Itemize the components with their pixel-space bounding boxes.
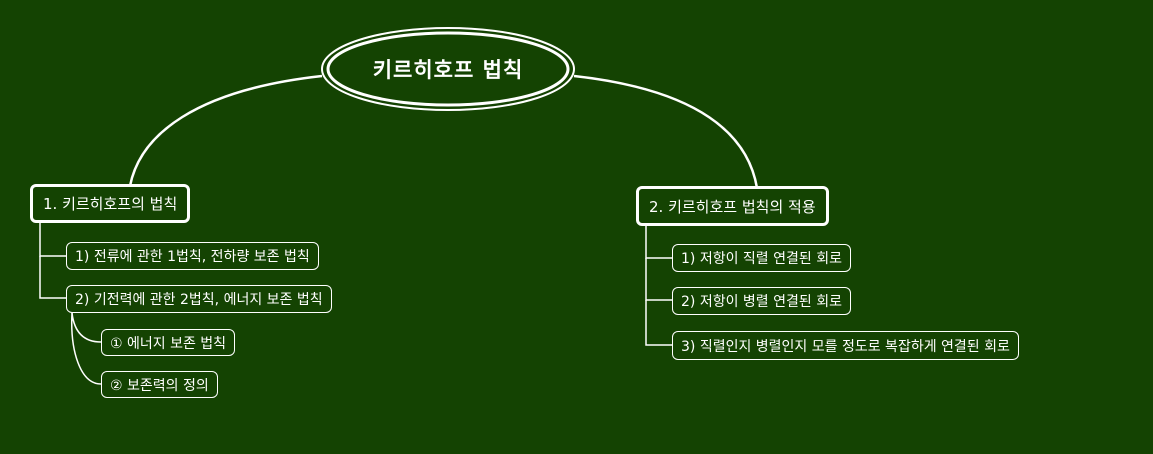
connector-branch-2-child-2 [645,258,672,301]
connector-grandchild-1 [71,312,102,343]
connector-grandchild-2 [71,312,102,385]
root-node[interactable]: 키르히호프 법칙 [372,58,524,82]
branch-2-child-3[interactable]: 3) 직렬인지 병렬인지 모를 정도로 복잡하게 연결된 회로 [672,331,1019,360]
branch-2-child-2[interactable]: 2) 저항이 병렬 연결된 회로 [672,287,851,315]
branch-1-node[interactable]: 1. 키르히호프의 법칙 [30,184,191,223]
connector-branch-1-child-2 [39,256,66,299]
connector-branch-2-child-1 [645,226,672,259]
branch-2-node[interactable]: 2. 키르히호프 법칙의 적용 [636,186,829,226]
connector-root-branch-1 [128,74,323,187]
grandchild-1[interactable]: ① 에너지 보존 법칙 [101,329,236,356]
root-ellipse-inner [326,31,570,107]
branch-1-child-2[interactable]: 2) 기전력에 관한 2법칙, 에너지 보존 법칙 [66,285,332,313]
branch-2-child-1[interactable]: 1) 저항이 직렬 연결된 회로 [672,244,851,272]
connector-branch-2-child-3 [645,300,672,346]
root-ellipse-outer [321,27,575,111]
branch-1-child-1[interactable]: 1) 전류에 관한 1법칙, 전하량 보존 법칙 [66,242,319,270]
connector-branch-1-child-1 [39,222,66,257]
connector-root-branch-2 [573,74,759,189]
grandchild-2[interactable]: ② 보존력의 정의 [101,371,218,398]
